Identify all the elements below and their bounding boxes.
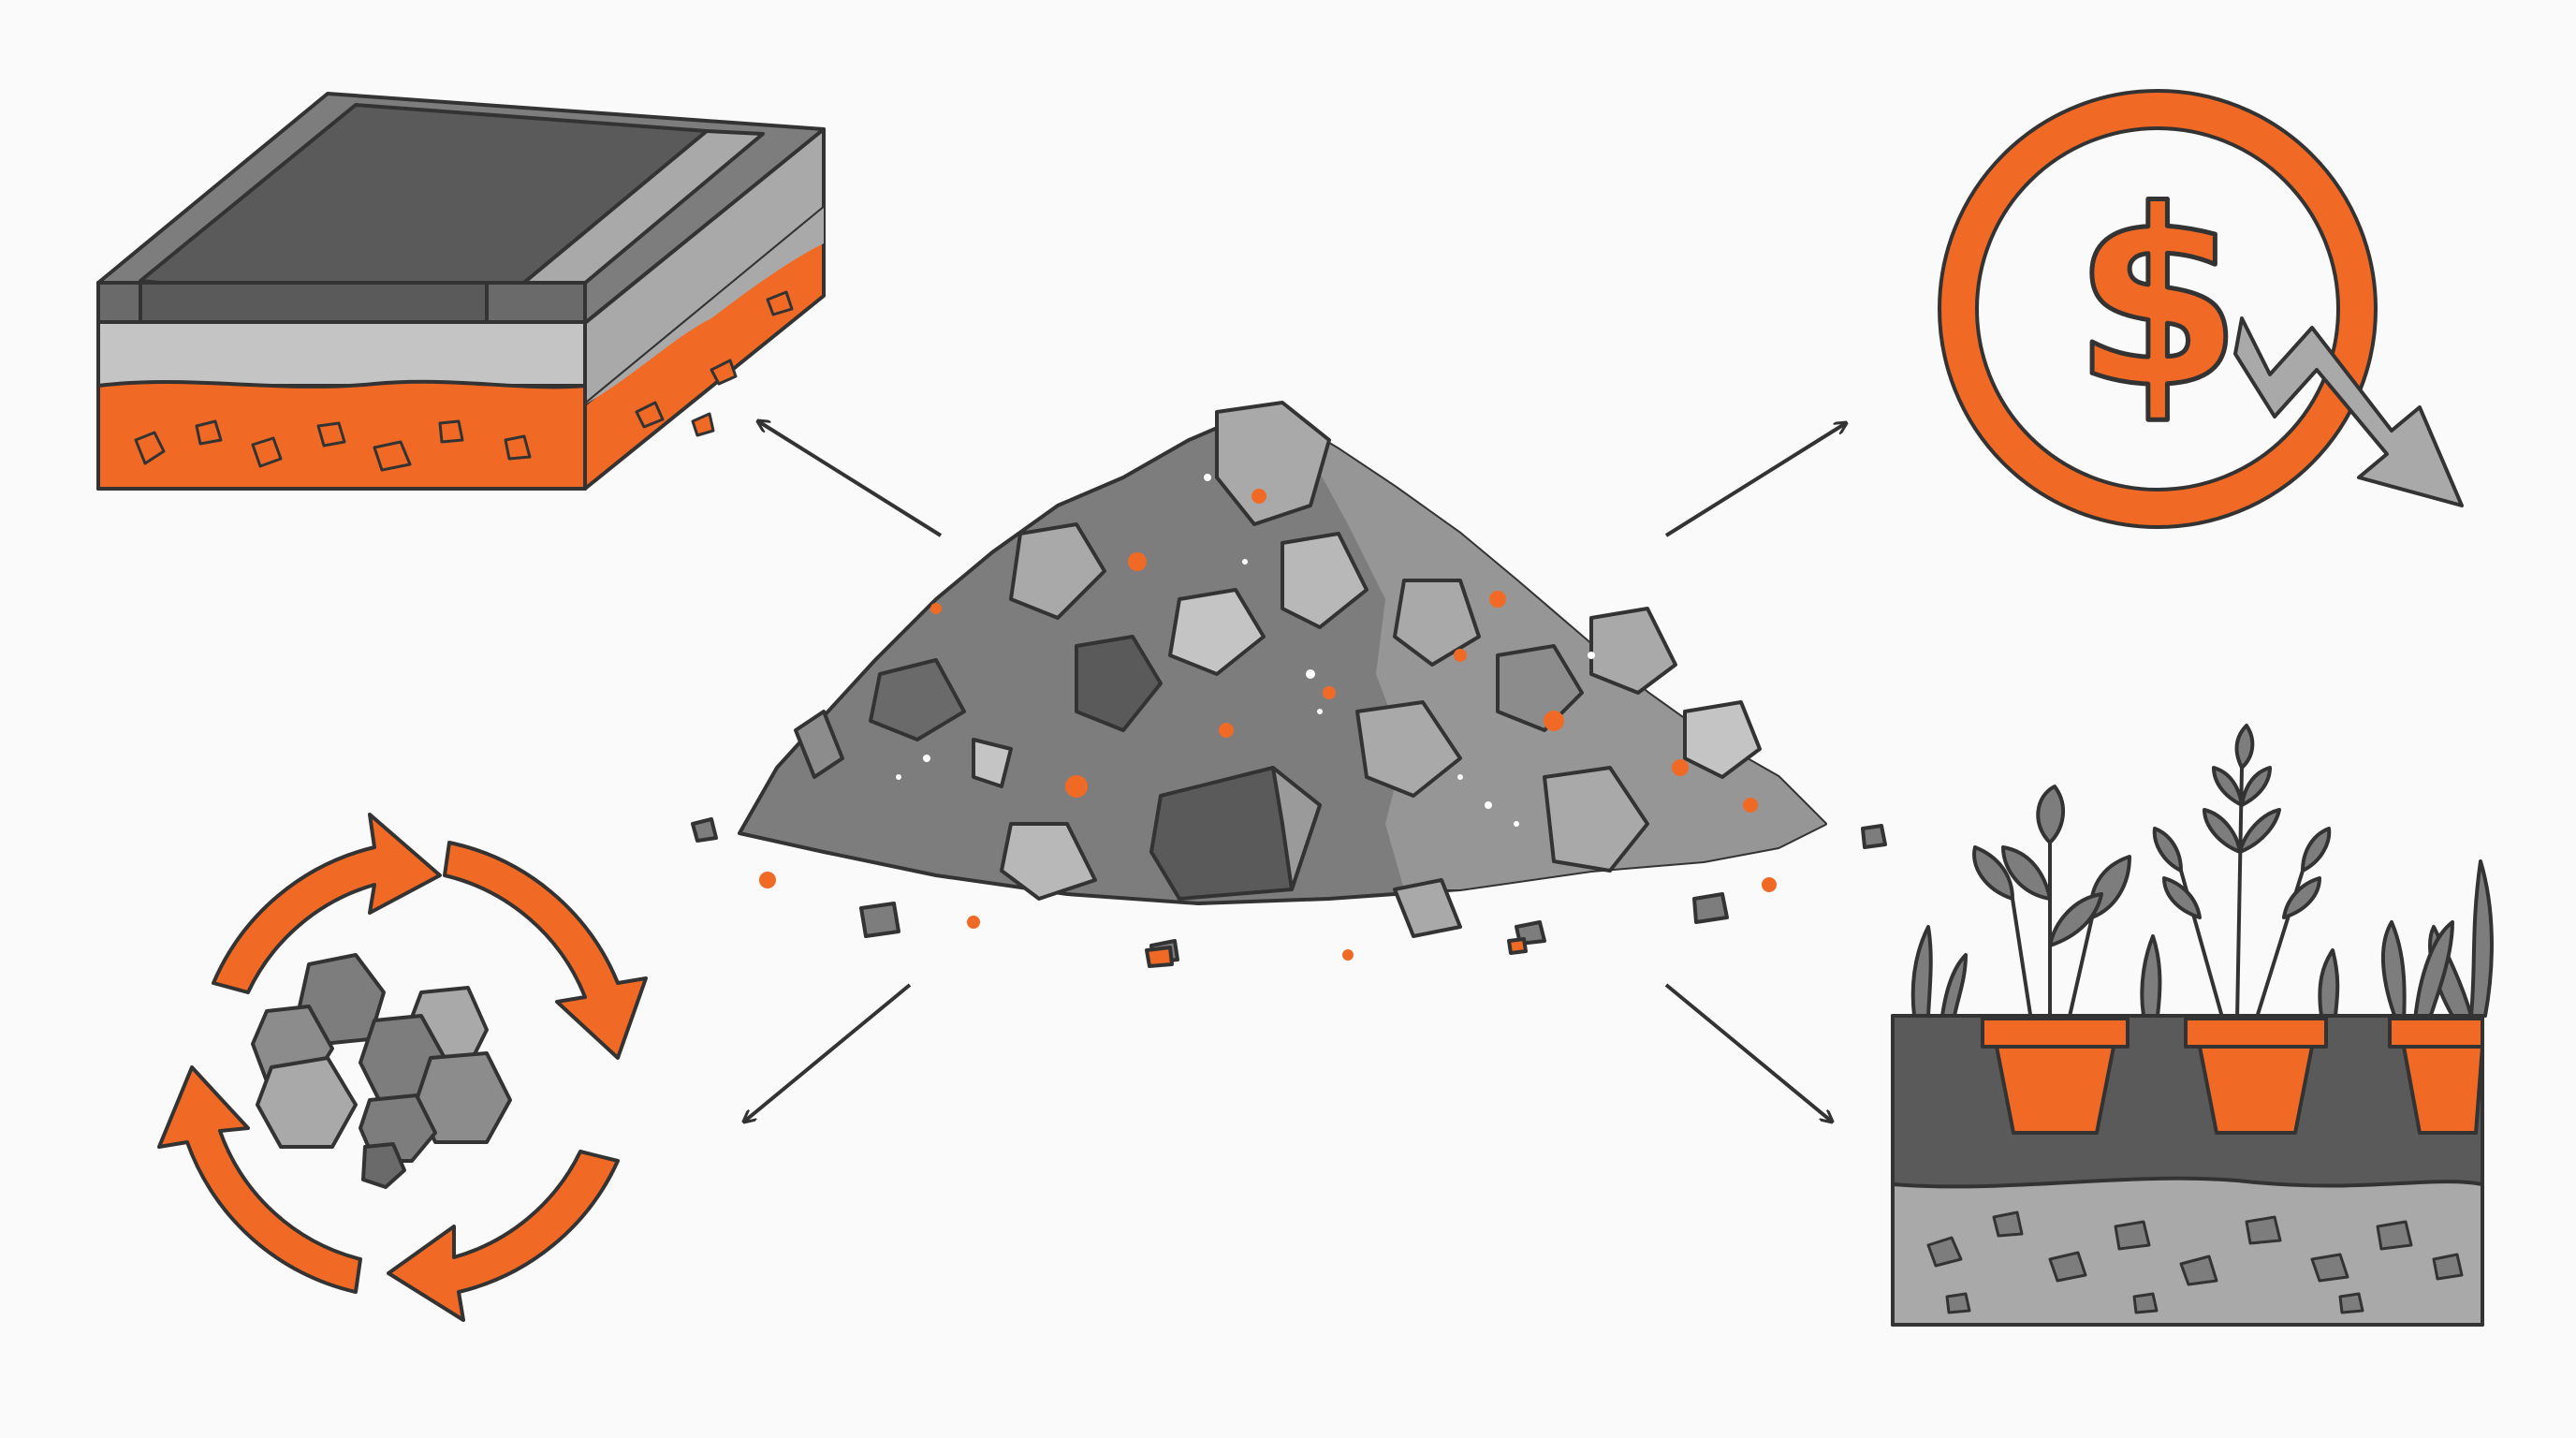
- planter-drainage-bed-icon: [1891, 724, 2494, 1327]
- arrow-to-pavement: [758, 421, 943, 537]
- recycle-aggregate-icon: [157, 813, 648, 1322]
- arrow-to-planter-bed: [1664, 983, 1832, 1122]
- arrow-to-recycling: [744, 983, 912, 1122]
- layered-pavement-base-icon: [96, 92, 826, 491]
- dollar-cost-decrease-icon: $: [1938, 89, 2464, 529]
- dollar-sign-glyph: $: [2073, 159, 2243, 442]
- crushed-concrete-pile-icon: [691, 401, 1887, 968]
- arrow-to-cost-savings: [1664, 423, 1846, 537]
